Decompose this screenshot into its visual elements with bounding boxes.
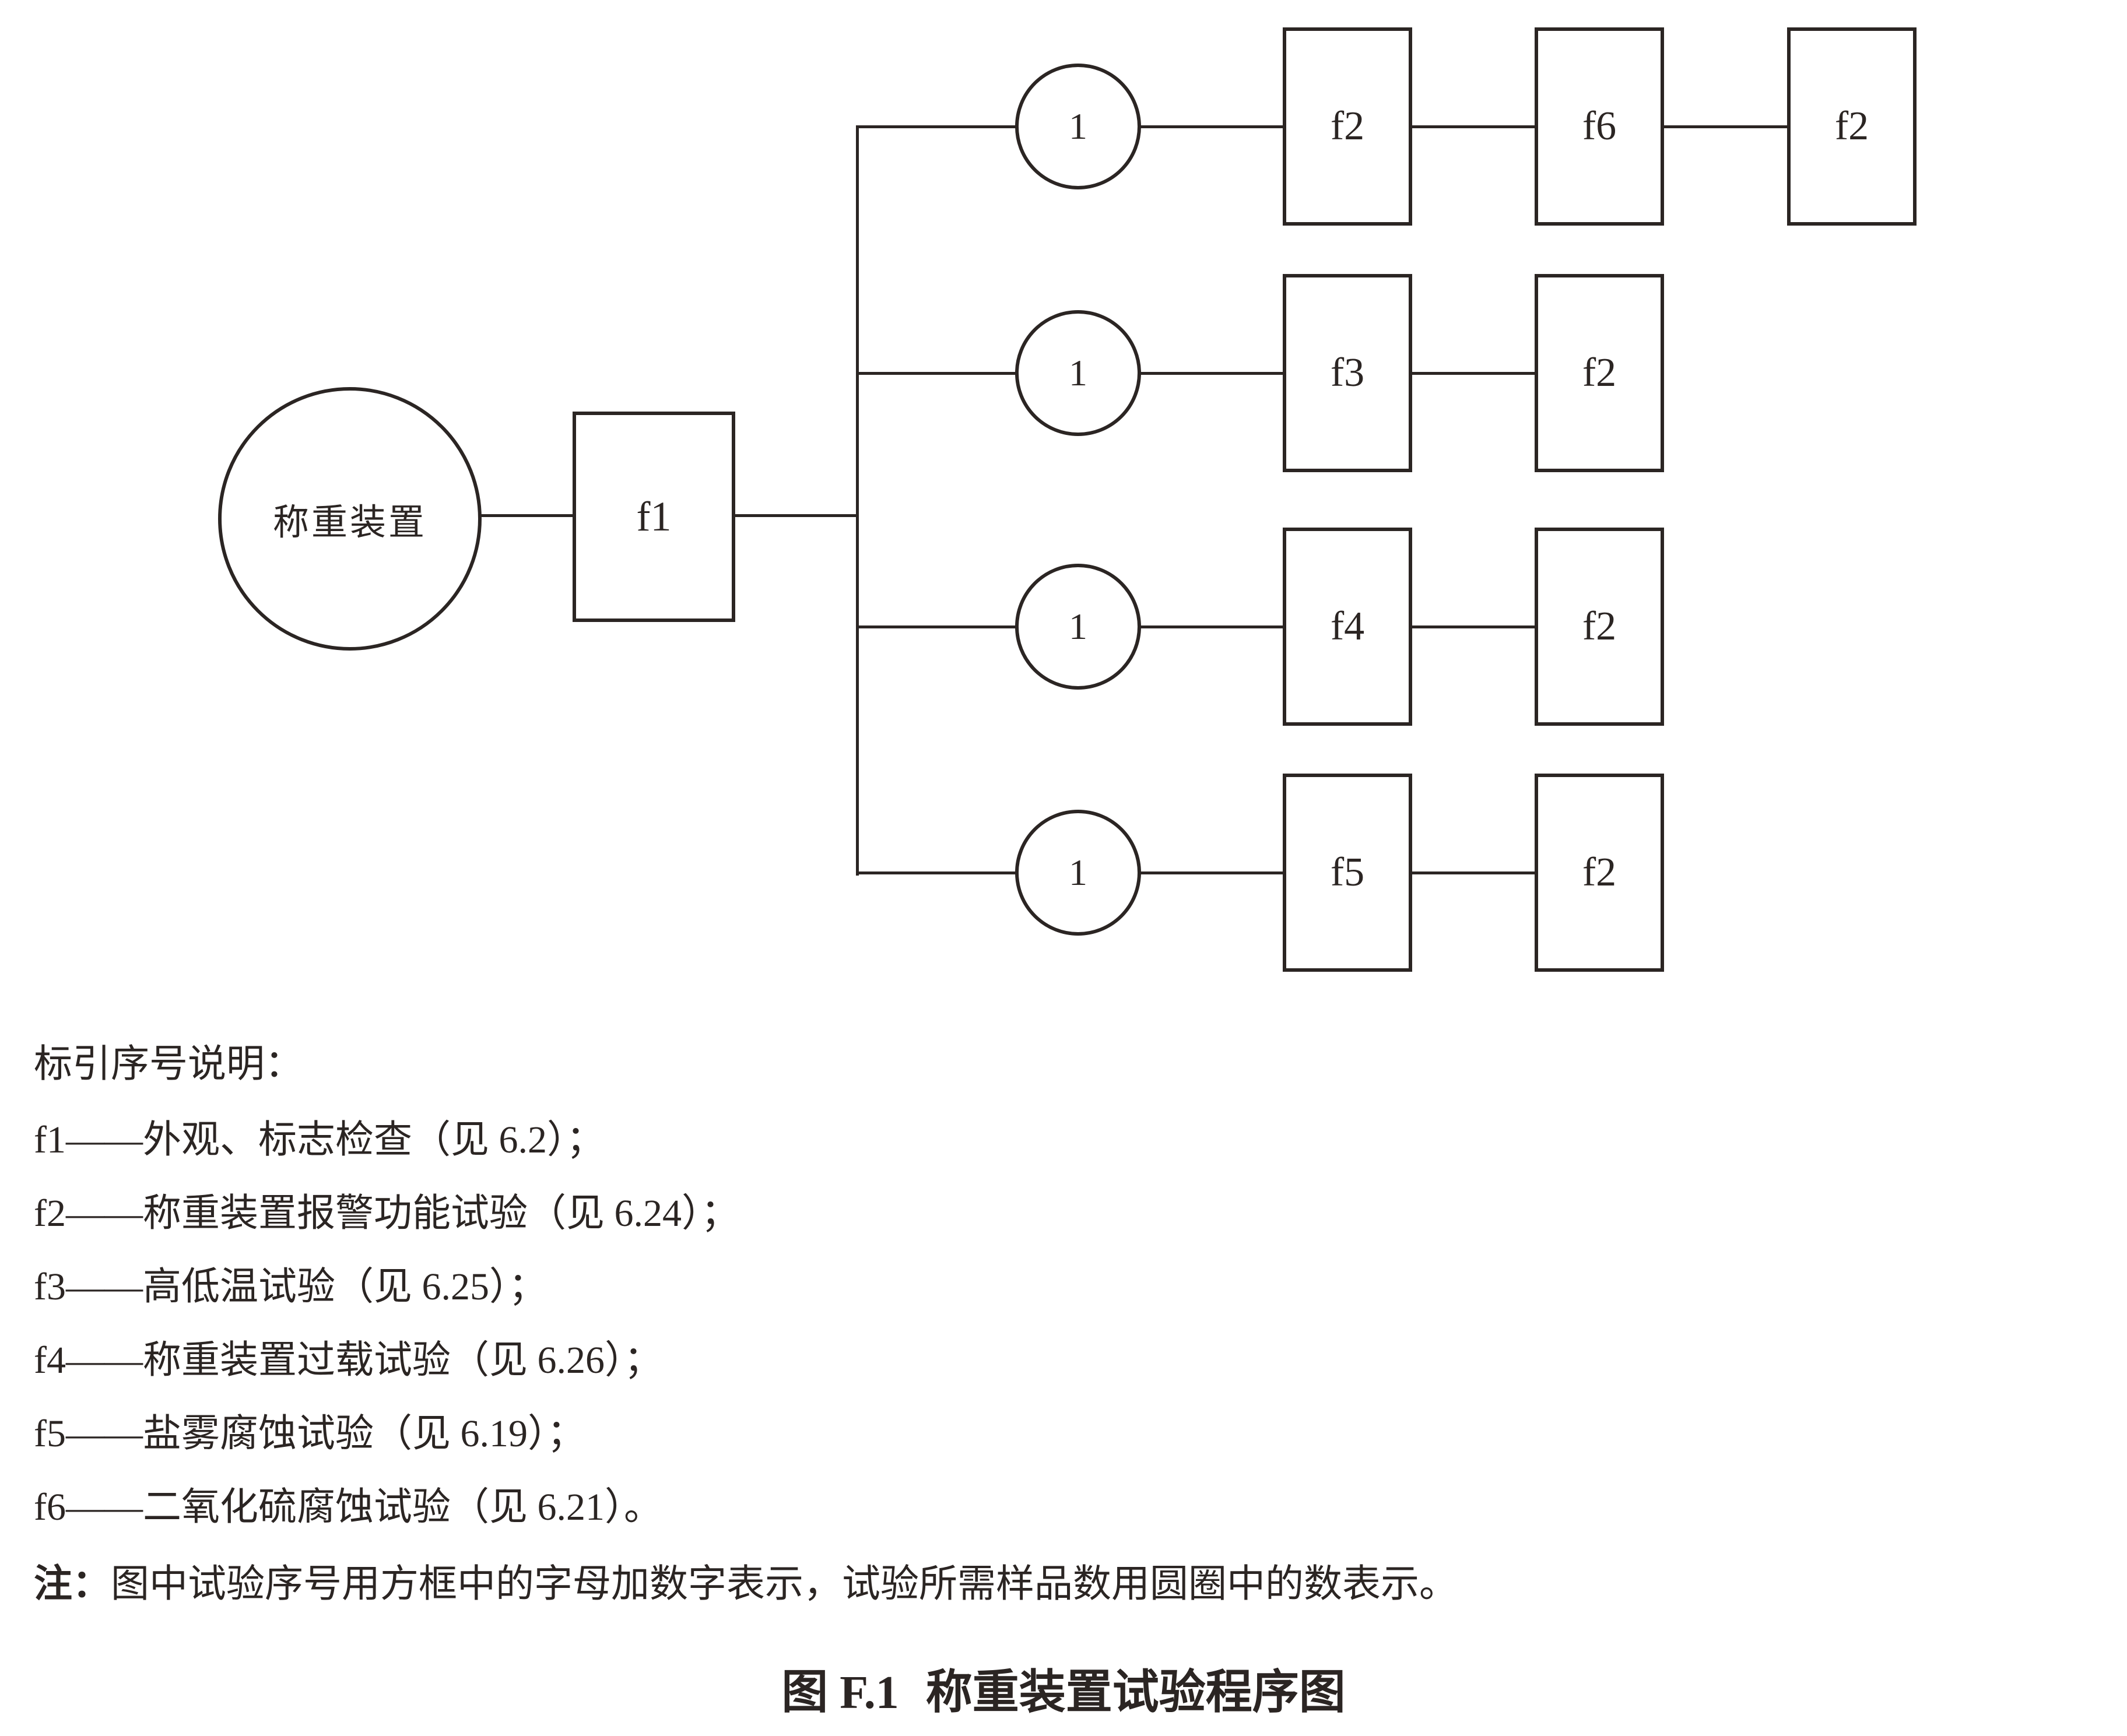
test-box-label: f2	[1330, 104, 1365, 149]
connector-root-to-f1	[478, 514, 575, 517]
legend-item-f6: f6——二氧化硫腐蚀试验（见 6.21）。	[34, 1486, 662, 1528]
test-box-label: f5	[1330, 850, 1365, 895]
sample-count-label: 1	[1069, 852, 1087, 893]
connector-f1-to-trunk	[733, 514, 859, 517]
test-box-label: f2	[1834, 104, 1869, 149]
legend-heading: 标引序号说明：	[34, 1043, 303, 1085]
test-box-label: f3	[1330, 350, 1365, 395]
connector-line	[1139, 871, 1285, 874]
sample-count-circle: 1	[1015, 564, 1141, 690]
legend-item-f3: f3——高低温试验（见 6.25）；	[34, 1266, 547, 1308]
test-box-f2: f2	[1535, 274, 1664, 472]
figure-note: 注：图中试验序号用方框中的字母加数字表示，试验所需样品数用圆圈中的数表示。	[34, 1562, 1458, 1607]
legend-item-f4: f4——称重装置过载试验（见 6.26）；	[34, 1339, 662, 1382]
sample-count-label: 1	[1069, 606, 1087, 647]
connector-line	[1662, 125, 1789, 128]
note-label: 注：	[34, 1563, 111, 1605]
branch-line	[856, 125, 1017, 128]
connector-line	[1139, 625, 1285, 628]
note-text: 图中试验序号用方框中的字母加数字表示，试验所需样品数用圆圈中的数表示。	[111, 1563, 1458, 1605]
root-node-weighing-device: 称重装置	[218, 387, 482, 651]
connector-line	[1139, 125, 1285, 128]
connector-line	[1139, 372, 1285, 375]
branch-line	[856, 871, 1017, 874]
test-box-f1-label: f1	[636, 493, 672, 540]
connector-line	[1410, 625, 1537, 628]
test-box-f1: f1	[573, 412, 735, 622]
sample-count-label: 1	[1069, 106, 1087, 147]
figure-number: 图 F.1	[781, 1667, 899, 1719]
root-node-label: 称重装置	[272, 503, 427, 543]
sample-count-circle: 1	[1015, 810, 1141, 936]
sample-count-label: 1	[1069, 352, 1087, 393]
branch-line	[856, 625, 1017, 628]
test-box-f6: f6	[1535, 27, 1664, 226]
test-box-f2: f2	[1535, 528, 1664, 726]
test-box-f2: f2	[1283, 27, 1412, 226]
figure-caption: 图 F.1 称重装置试验程序图	[0, 1654, 2127, 1722]
legend-item-f5: f5——盐雾腐蚀试验（见 6.19）；	[34, 1412, 585, 1455]
test-box-f2-final: f2	[1787, 27, 1917, 226]
figure-title: 称重装置试验程序图	[925, 1667, 1346, 1719]
test-box-label: f2	[1582, 604, 1617, 649]
test-box-f5: f5	[1283, 774, 1412, 972]
test-box-f2: f2	[1535, 774, 1664, 972]
test-box-label: f2	[1582, 850, 1617, 895]
test-box-f3: f3	[1283, 274, 1412, 472]
test-box-f4: f4	[1283, 528, 1412, 726]
sample-count-circle: 1	[1015, 64, 1141, 189]
connector-line	[1410, 372, 1537, 375]
connector-line	[1410, 125, 1537, 128]
trunk-line	[856, 125, 859, 876]
test-box-label: f4	[1330, 604, 1365, 649]
connector-line	[1410, 871, 1537, 874]
branch-line	[856, 372, 1017, 375]
legend-item-f1: f1——外观、标志检查（见 6.2）；	[34, 1119, 605, 1161]
test-box-label: f2	[1582, 350, 1617, 395]
test-box-label: f6	[1582, 104, 1617, 149]
legend-item-f2: f2——称重装置报警功能试验（见 6.24）；	[34, 1192, 739, 1235]
sample-count-circle: 1	[1015, 310, 1141, 436]
